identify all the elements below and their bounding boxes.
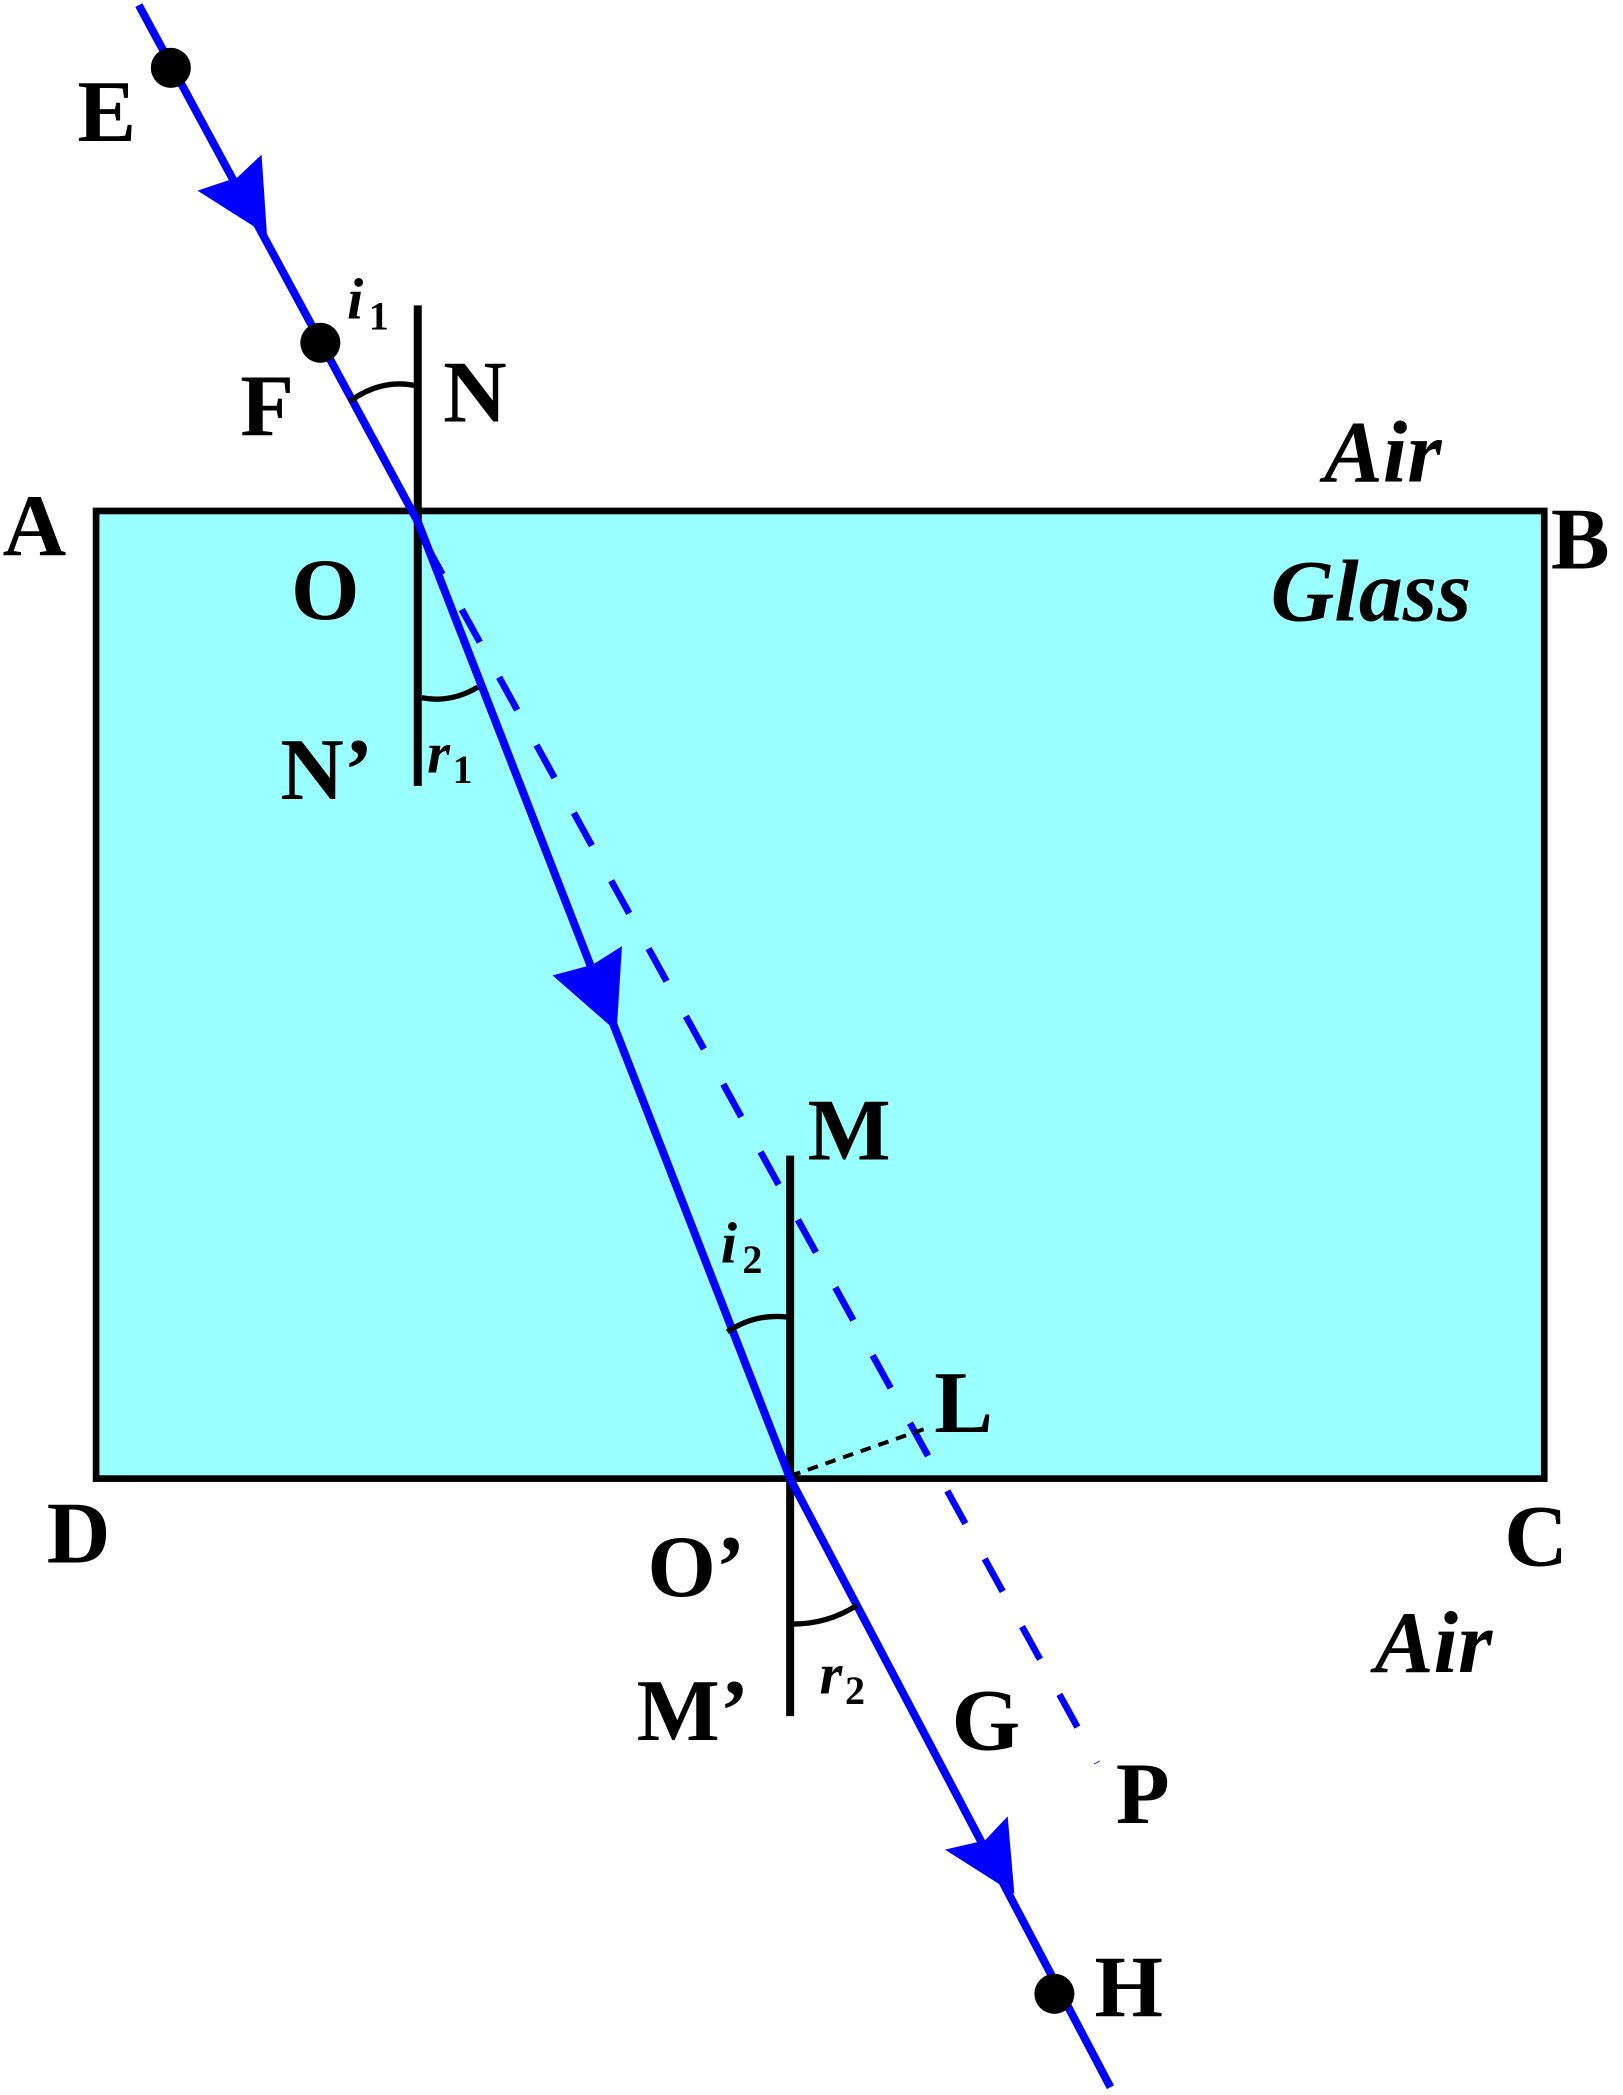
incident-ray-extension <box>421 540 1101 1765</box>
label-d: D <box>47 1486 111 1583</box>
label-glass: Glass <box>1271 543 1472 640</box>
incident-ray <box>135 3 422 524</box>
arc-r2 <box>792 1603 859 1627</box>
label-f: F <box>240 358 294 455</box>
arc-i2 <box>725 1313 788 1335</box>
label-r1: r1 <box>427 721 473 793</box>
point-h <box>1034 1973 1075 2014</box>
label-c: C <box>1504 1488 1568 1585</box>
label-air-top: Air <box>1319 405 1442 502</box>
label-h: H <box>1094 1939 1163 2036</box>
arrow-incident-icon <box>197 154 267 235</box>
point-f <box>300 322 341 363</box>
label-n: N <box>443 345 507 442</box>
point-e <box>150 47 191 88</box>
arrow-refracted-icon <box>552 946 622 1032</box>
label-n-prime: N’ <box>280 722 373 819</box>
label-m: M <box>807 1083 890 1180</box>
arc-r1 <box>421 684 480 702</box>
label-p: P <box>1116 1746 1170 1843</box>
label-l: L <box>934 1355 993 1452</box>
label-r2: r2 <box>820 1641 866 1713</box>
label-o-prime: O’ <box>647 1519 745 1616</box>
label-o: O <box>291 542 360 639</box>
label-b: B <box>1551 491 1610 588</box>
arrow-emergent-icon <box>944 1816 1015 1894</box>
label-g: G <box>952 1673 1021 1770</box>
lateral-shift-line <box>789 1427 925 1478</box>
label-m-prime: M’ <box>637 1663 749 1760</box>
glass-slab <box>92 507 1548 1482</box>
label-air-bottom: Air <box>1370 1595 1493 1692</box>
arc-i1 <box>348 381 416 404</box>
label-a: A <box>3 478 67 575</box>
label-e: E <box>77 64 136 161</box>
